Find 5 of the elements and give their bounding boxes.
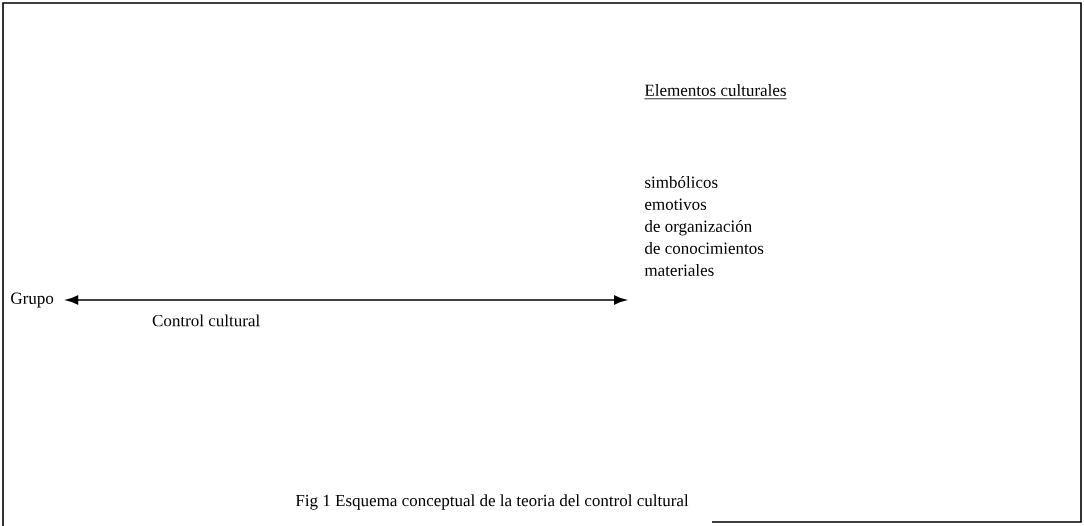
arrow <box>66 295 626 305</box>
edge-label: Control cultural <box>150 312 263 329</box>
node-label: Grupo <box>11 292 54 308</box>
caption: Fig 1 Esquema conceptual de la teoria del control cultural <box>295 494 689 510</box>
text-list: Elementos culturales simbólicos emotivos de organización de conocimientos materiales <box>644 84 787 276</box>
